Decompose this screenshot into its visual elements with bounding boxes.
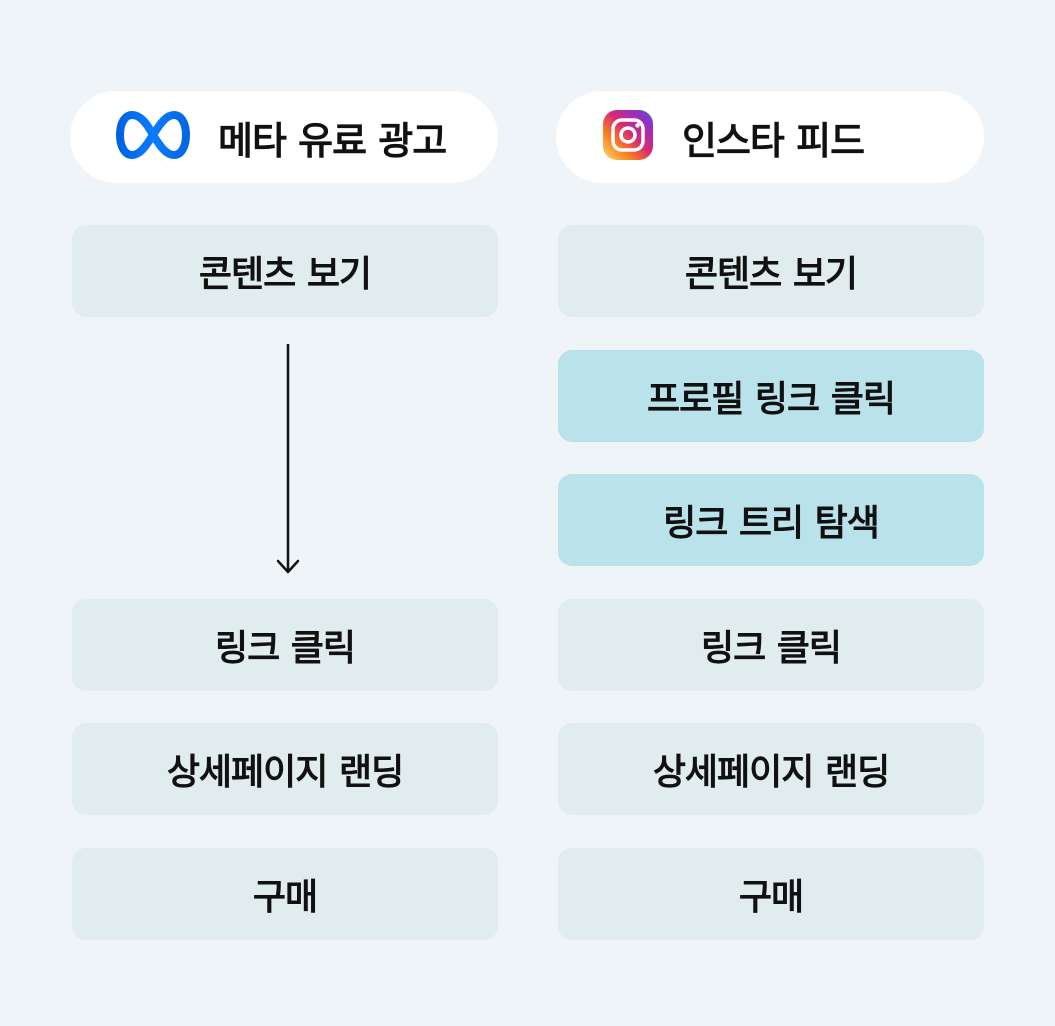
left-step-view-content: 콘텐츠 보기	[72, 225, 498, 317]
instagram-logo-icon	[602, 109, 654, 165]
right-step-view-content: 콘텐츠 보기	[558, 225, 984, 317]
right-step-detail-landing: 상세페이지 랜딩	[558, 723, 984, 815]
right-step-link-tree-browse: 링크 트리 탐색	[558, 474, 984, 566]
instagram-feed-header: 인스타 피드	[556, 91, 984, 183]
left-step-link-click: 링크 클릭	[72, 599, 498, 691]
right-step-purchase: 구매	[558, 848, 984, 940]
meta-logo-icon	[116, 110, 190, 164]
right-step-profile-link-click: 프로필 링크 클릭	[558, 350, 984, 442]
instagram-feed-title: 인스타 피드	[682, 118, 865, 163]
meta-ads-header: 메타 유료 광고	[70, 91, 498, 183]
right-step-link-click: 링크 클릭	[558, 599, 984, 691]
left-step-detail-landing: 상세페이지 랜딩	[72, 723, 498, 815]
down-arrow-icon	[276, 344, 300, 574]
meta-ads-title: 메타 유료 광고	[218, 118, 447, 163]
left-step-purchase: 구매	[72, 848, 498, 940]
